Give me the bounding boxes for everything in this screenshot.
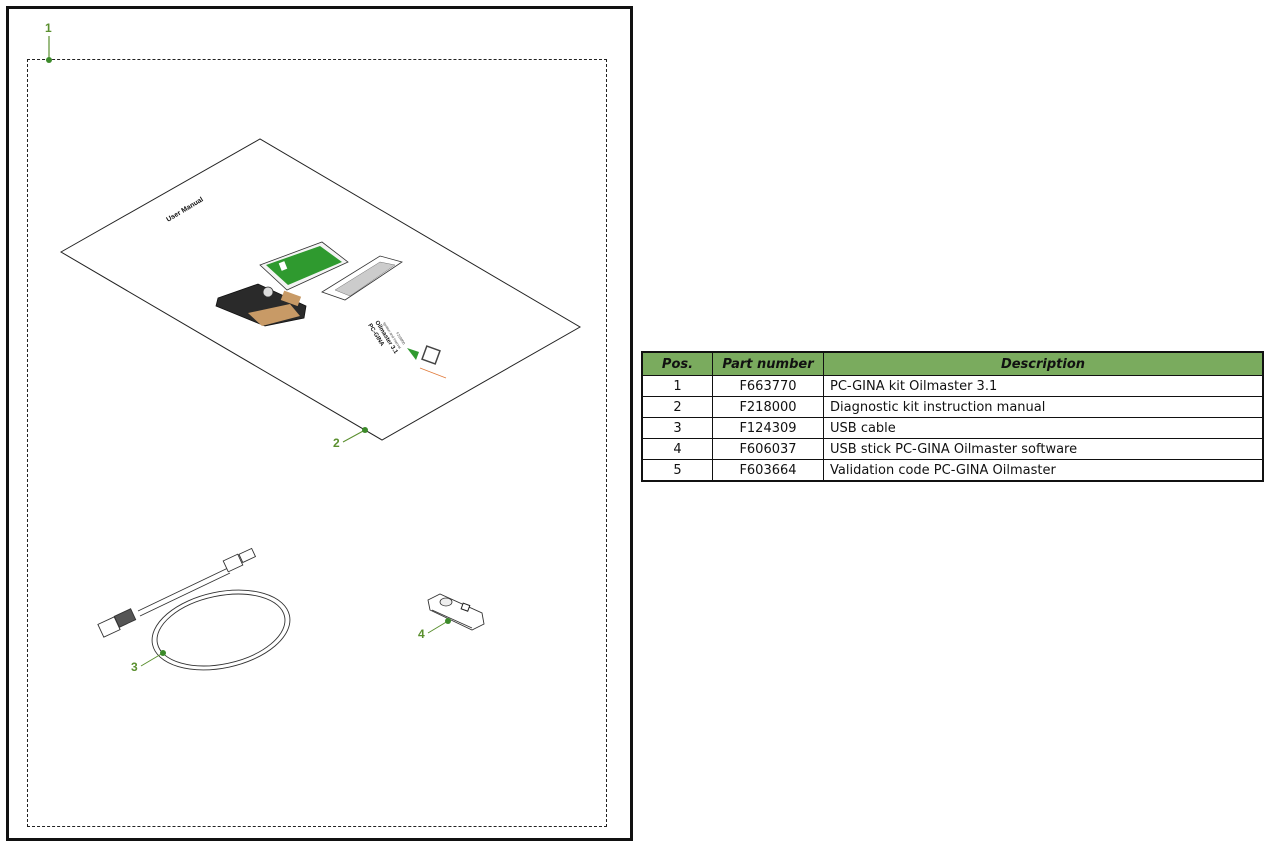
cell-description: Diagnostic kit instruction manual — [823, 396, 1264, 418]
cell-part-number: F218000 — [712, 396, 824, 418]
laptop-icon — [259, 241, 403, 301]
svg-text:3: 3 — [131, 660, 138, 674]
cell-description: USB stick PC-GINA Oilmaster software — [823, 438, 1264, 460]
table-row: 2 F218000 Diagnostic kit instruction man… — [641, 396, 1264, 418]
table-row: 3 F124309 USB cable — [641, 417, 1264, 439]
cell-part-number: F663770 — [712, 375, 824, 397]
callout-2[interactable]: 2 — [333, 427, 368, 450]
cell-part-number: F606037 — [712, 438, 824, 460]
cell-pos: 4 — [641, 438, 713, 460]
drawing-frame — [6, 6, 633, 841]
svg-text:F218000: F218000 — [395, 331, 406, 345]
svg-text:1: 1 — [45, 21, 52, 35]
cell-description: PC-GINA kit Oilmaster 3.1 — [823, 375, 1264, 397]
cell-pos: 3 — [641, 417, 713, 439]
cell-description: USB cable — [823, 417, 1264, 439]
cell-pos: 2 — [641, 396, 713, 418]
svg-text:2: 2 — [333, 436, 340, 450]
table-row: 4 F606037 USB stick PC-GINA Oilmaster so… — [641, 438, 1264, 460]
header-pos: Pos. — [641, 351, 713, 376]
table-row: 5 F603664 Validation code PC-GINA Oilmas… — [641, 459, 1264, 482]
table-header-row: Pos. Part number Description — [641, 351, 1264, 376]
svg-text:4: 4 — [418, 627, 425, 641]
cell-description: Validation code PC-GINA Oilmaster — [823, 459, 1264, 482]
parts-list-table: Pos. Part number Description 1 F663770 P… — [641, 351, 1264, 482]
cell-pos: 1 — [641, 375, 713, 397]
cell-part-number: F124309 — [712, 417, 824, 439]
usb-stick-icon — [427, 593, 485, 631]
user-manual-illustration: User Manual PC-GINA Oilmaster 3.1 Igniti… — [59, 138, 581, 441]
diagnostic-device-icon — [215, 283, 307, 327]
table-row: 1 F663770 PC-GINA kit Oilmaster 3.1 — [641, 375, 1264, 397]
header-part-number: Part number — [712, 351, 824, 376]
cell-pos: 5 — [641, 459, 713, 482]
exploded-parts-drawing: 1 User Manual PC-GINA Oilmaster 3.1 — [45, 21, 581, 674]
callout-1[interactable]: 1 — [45, 21, 52, 63]
kit-boundary — [27, 59, 607, 827]
header-description: Description — [823, 351, 1264, 376]
cell-part-number: F603664 — [712, 459, 824, 482]
callout-3[interactable]: 3 — [131, 650, 166, 674]
callout-4[interactable]: 4 — [418, 618, 451, 641]
usb-cable-icon — [97, 547, 291, 671]
